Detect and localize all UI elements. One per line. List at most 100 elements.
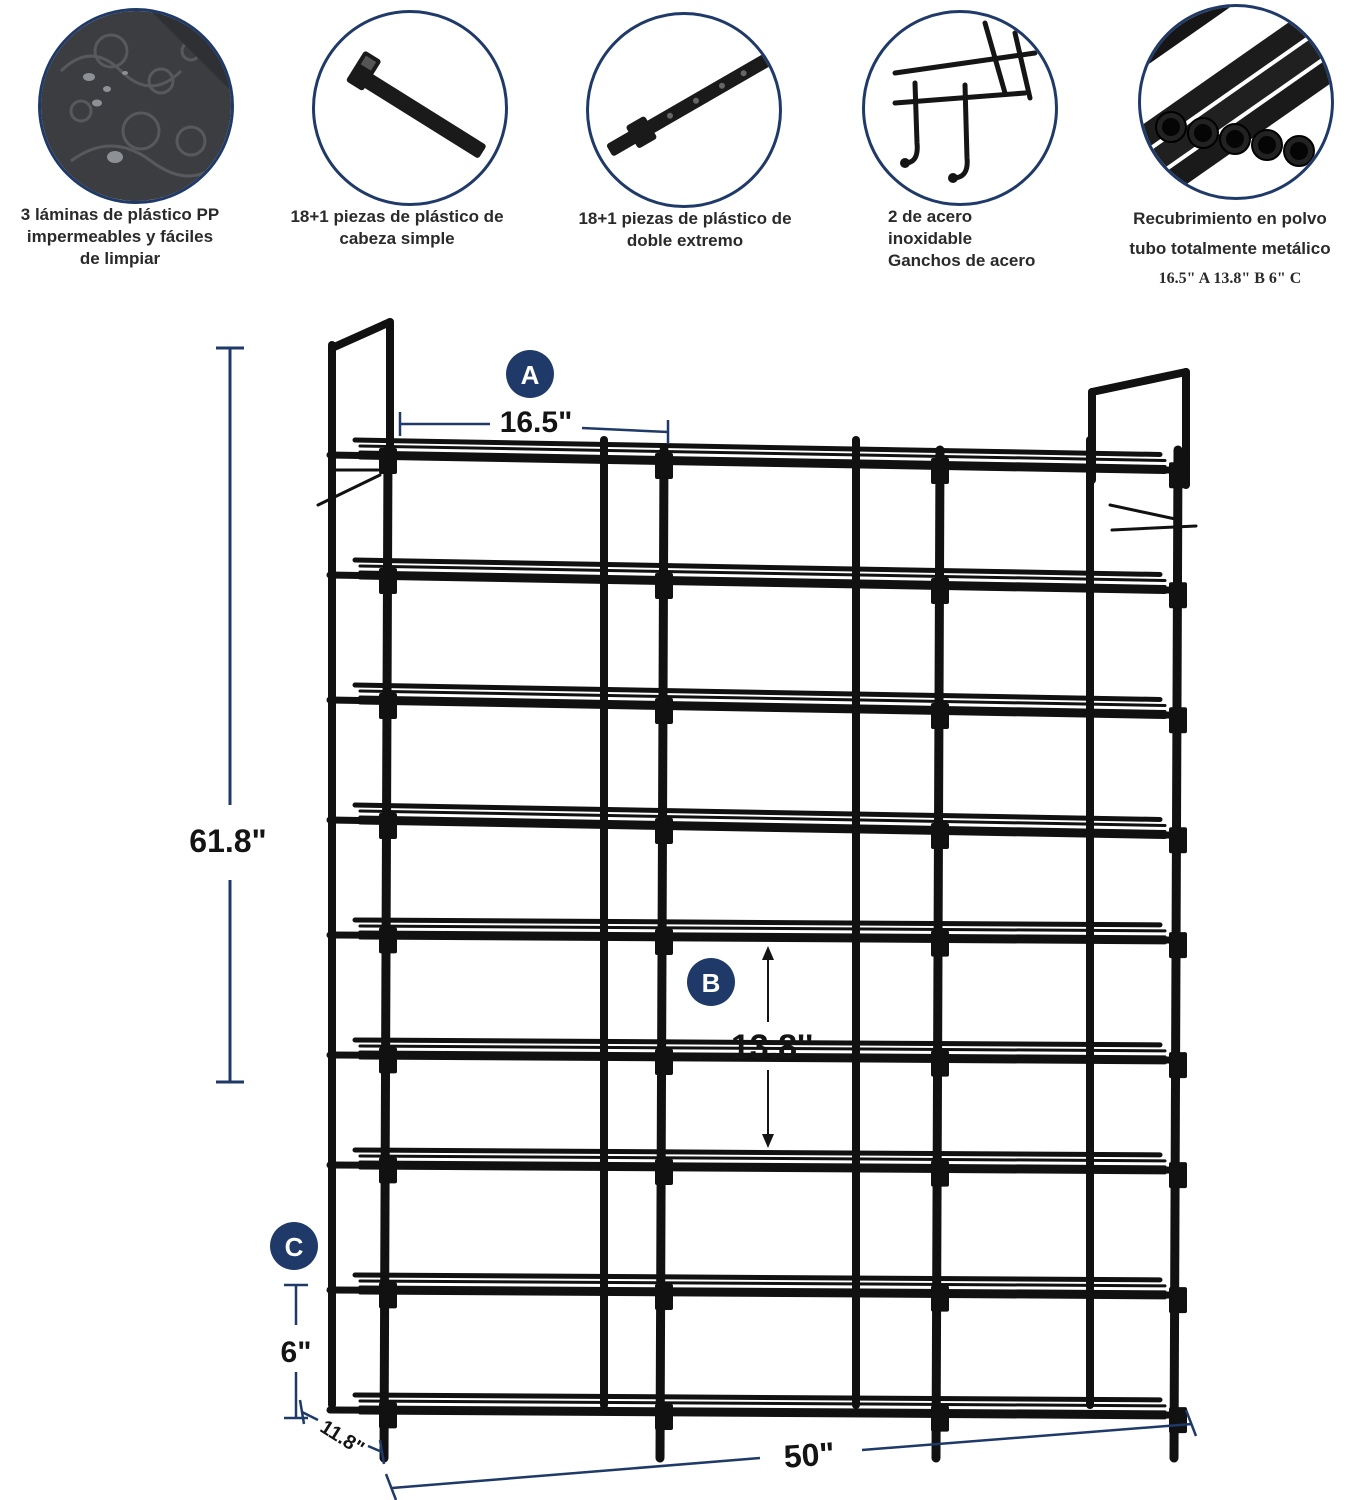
feature-caption: 3 láminas de plástico PP impermeables y … bbox=[20, 205, 220, 268]
feature-steel-hooks: 2 de acero inoxidable Ganchos de acero bbox=[840, 0, 1110, 300]
shelf-front-rail bbox=[326, 1161, 1184, 1174]
shelf-connector bbox=[379, 1282, 397, 1309]
shelf-slat bbox=[358, 1154, 1167, 1163]
shelf-slat bbox=[358, 689, 1167, 707]
shelf-connector bbox=[379, 568, 397, 595]
shelf-slat bbox=[358, 936, 1167, 945]
feature-double-end-connectors: 18+1 piezas de plástico de doble extremo bbox=[550, 0, 820, 300]
shelf-connector bbox=[1169, 827, 1187, 854]
shelf-connector bbox=[1169, 932, 1187, 959]
shelf-slat bbox=[358, 809, 1167, 827]
feature-plastic-sheets: 3 láminas de plástico PP impermeables y … bbox=[0, 0, 270, 300]
shelf-back-rail bbox=[352, 1037, 1163, 1048]
shelf-connector bbox=[655, 1159, 673, 1186]
shelf-back-rail bbox=[352, 917, 1163, 928]
width-dimension: 50" bbox=[384, 1409, 1198, 1500]
shelf-front-rail bbox=[326, 451, 1184, 474]
shelf-slat bbox=[358, 1044, 1167, 1053]
shelf-back-rail bbox=[352, 802, 1163, 822]
depth-label: 11.8" bbox=[316, 1416, 368, 1460]
shelf-connector bbox=[1169, 707, 1187, 734]
shelf-connector bbox=[931, 1405, 949, 1432]
shelf-slat bbox=[358, 924, 1167, 933]
shelf-slat bbox=[358, 564, 1167, 582]
shelf-slat bbox=[358, 1399, 1167, 1408]
shelf-connector bbox=[1169, 1287, 1187, 1314]
top-extension bbox=[1088, 368, 1190, 396]
shelf-slat bbox=[358, 1160, 1167, 1169]
dimension-c: C 6" bbox=[270, 1222, 318, 1420]
shelf-connector bbox=[655, 573, 673, 600]
badge-a-label: A bbox=[521, 360, 540, 390]
shelf-connector bbox=[1169, 1407, 1187, 1434]
shelf-connector bbox=[379, 1402, 397, 1429]
shelf-connector bbox=[379, 693, 397, 720]
dimension-b: B 13.8'' bbox=[687, 946, 813, 1148]
badge-b-label: B bbox=[702, 968, 721, 998]
shelf-slat bbox=[358, 576, 1167, 594]
shelf-front-rail bbox=[326, 696, 1184, 719]
shelf-slat bbox=[358, 1285, 1167, 1294]
shelf-slat bbox=[358, 701, 1167, 719]
shelf-connector bbox=[1169, 1162, 1187, 1189]
feature-caption: 18+1 piezas de plástico de doble extremo bbox=[578, 209, 792, 250]
dimension-b-label: 13.8'' bbox=[731, 1028, 813, 1066]
shelf-slat bbox=[358, 456, 1167, 474]
top-extension bbox=[328, 318, 394, 352]
height-dimension: 61.8" bbox=[189, 346, 267, 1084]
side-hook bbox=[316, 473, 382, 507]
shelf-connector bbox=[931, 822, 949, 849]
shelf-connector bbox=[655, 1284, 673, 1311]
shelf-slat bbox=[358, 815, 1167, 833]
shelf-back-rail bbox=[352, 1272, 1163, 1283]
badge-a bbox=[506, 350, 554, 398]
dimension-a-label: 16.5" bbox=[500, 406, 573, 439]
shelf-slat bbox=[358, 1291, 1167, 1300]
shelf-connector bbox=[379, 813, 397, 840]
shelf-slat bbox=[358, 1056, 1167, 1065]
side-hook bbox=[1108, 503, 1182, 522]
shelf-slat bbox=[358, 821, 1167, 839]
shelf-slat bbox=[358, 570, 1167, 588]
shelf-connector bbox=[655, 698, 673, 725]
shelf-connector bbox=[379, 1047, 397, 1074]
shelf-front-rail bbox=[326, 931, 1184, 944]
double-end-connector-icon bbox=[586, 12, 782, 208]
shelf-back-rail bbox=[352, 557, 1163, 577]
shelf-back-rail bbox=[352, 1147, 1163, 1158]
shelf-connector bbox=[1169, 462, 1187, 489]
shelf-connector bbox=[379, 1157, 397, 1184]
badge-c-label: C bbox=[285, 1232, 304, 1262]
shelf-connector bbox=[655, 929, 673, 956]
shelf-front-rail bbox=[326, 816, 1184, 839]
feature-metal-tube: Recubrimiento en polvo tubo totalmente m… bbox=[1100, 0, 1356, 300]
shelf-connector bbox=[931, 702, 949, 729]
shelf-connector bbox=[1169, 1052, 1187, 1079]
side-hook bbox=[1110, 524, 1198, 532]
shelf-slat bbox=[358, 444, 1167, 462]
dimension-c-label: 6" bbox=[281, 1336, 312, 1369]
height-label: 61.8" bbox=[189, 823, 266, 859]
shelf-connector bbox=[931, 1160, 949, 1187]
shelf-connector bbox=[379, 927, 397, 954]
shelf-slat bbox=[358, 1411, 1167, 1420]
shelf-front-rail bbox=[326, 571, 1184, 594]
feature-caption: 18+1 piezas de plástico de cabeza simple bbox=[290, 207, 504, 248]
shelf-connector bbox=[931, 930, 949, 957]
shelf-connector bbox=[655, 1404, 673, 1431]
shelf-connector bbox=[379, 448, 397, 475]
shelf-slat bbox=[358, 1279, 1167, 1288]
shelf-connector bbox=[931, 577, 949, 604]
single-head-connector-icon bbox=[312, 10, 508, 206]
steel-hook-icon bbox=[862, 10, 1058, 206]
shelf-slat bbox=[358, 695, 1167, 713]
shelf-back-rail bbox=[352, 437, 1163, 457]
shelf-connector bbox=[931, 1285, 949, 1312]
plastic-sheet-icon bbox=[38, 8, 234, 204]
shelf-back-rail bbox=[352, 682, 1163, 702]
shelf-front-rail bbox=[326, 1286, 1184, 1299]
shelf-connector bbox=[1169, 582, 1187, 609]
feature-caption: 2 de acero inoxidable Ganchos de acero bbox=[888, 207, 1036, 270]
dimension-a: A 16.5" bbox=[398, 350, 670, 444]
badge-c bbox=[270, 1222, 318, 1270]
